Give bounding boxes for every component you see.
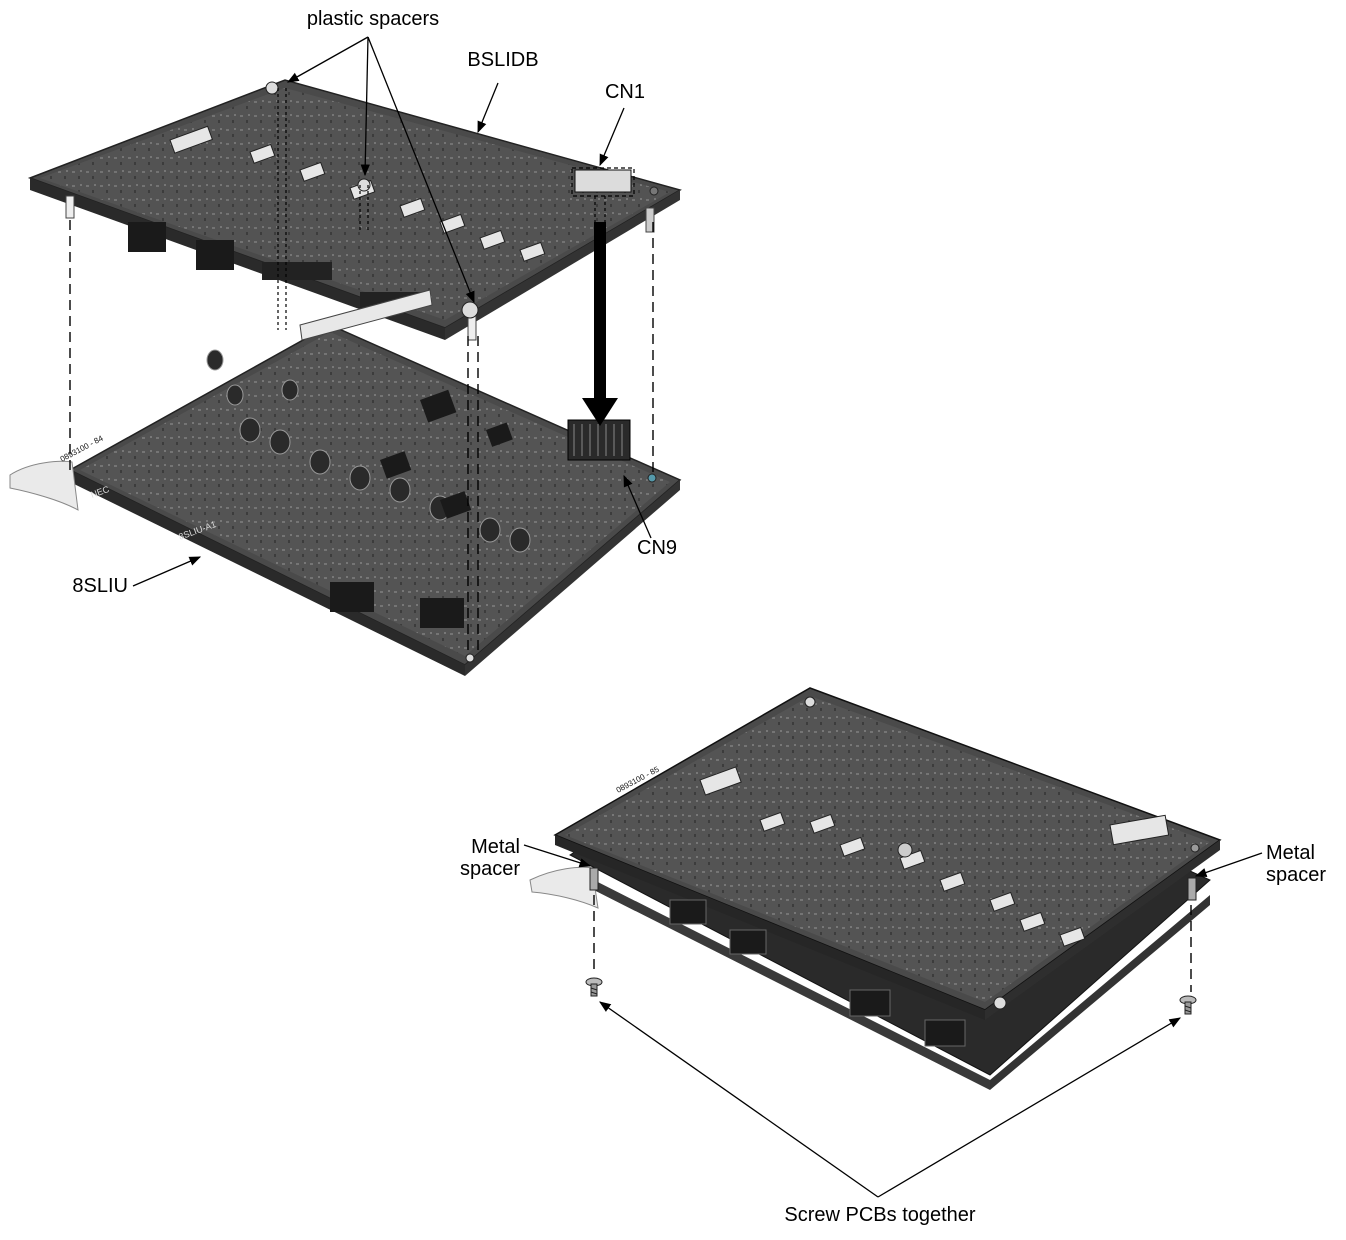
label-8sliu: 8SLIU <box>40 575 128 597</box>
label-metal-spacer-left-line1: Metal <box>440 836 520 858</box>
bslidb-board <box>30 80 680 340</box>
label-cn9: CN9 <box>637 537 707 559</box>
screw-left <box>586 978 602 996</box>
label-metal-spacer-left: Metal spacer <box>440 836 520 880</box>
label-bslidb: BSLIDB <box>448 49 558 71</box>
label-screw-pcbs-together: Screw PCBs together <box>770 1204 990 1226</box>
8sliu-board: NEC 8SLIU-A1 <box>10 290 680 676</box>
screw-right <box>1180 996 1196 1014</box>
label-metal-spacer-right-line2: spacer <box>1266 864 1341 886</box>
label-plastic-spacers: plastic spacers <box>288 8 458 30</box>
label-cn1: CN1 <box>590 81 660 103</box>
label-metal-spacer-left-line2: spacer <box>440 858 520 880</box>
label-metal-spacer-right-line1: Metal <box>1266 842 1341 864</box>
assembled-boards <box>530 688 1220 1090</box>
label-metal-spacer-right: Metal spacer <box>1266 842 1341 886</box>
